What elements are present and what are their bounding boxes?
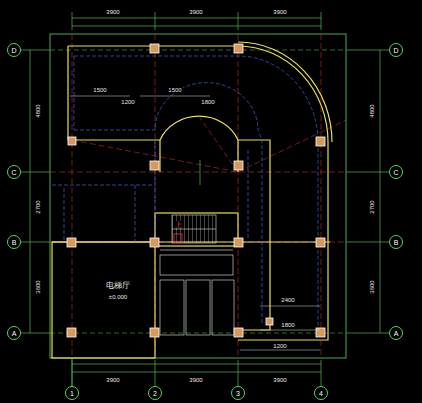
grid-bubble: D [389, 43, 403, 57]
dimension-text: 2700 [369, 199, 375, 214]
dimension-text: 3900 [188, 377, 203, 383]
plan-note: 1800 [200, 99, 215, 105]
dimension-text: 3900 [272, 9, 287, 15]
plan-note: 电梯厅 [105, 282, 131, 290]
grid-bubble: 2 [148, 386, 162, 400]
grid-label: D [11, 47, 16, 54]
grid-label: 1 [70, 390, 74, 397]
dimension-text: 4800 [369, 103, 375, 118]
plan-note: 1200 [120, 99, 135, 105]
grid-bubble: 4 [314, 386, 328, 400]
dimension-text: 3600 [369, 279, 375, 294]
grid-label: 4 [319, 390, 323, 397]
grid-bubble: 3 [231, 386, 245, 400]
plan-note: 1500 [167, 87, 182, 93]
grid-bubble: D [7, 43, 21, 57]
grid-label: 2 [153, 390, 157, 397]
plan-note: 1200 [272, 343, 287, 349]
grid-label: C [11, 169, 16, 176]
dimension-text: 4800 [35, 103, 41, 118]
dimension-text: 3900 [105, 377, 120, 383]
grid-bubble: 1 [65, 386, 79, 400]
dimension-text: 3900 [272, 377, 287, 383]
plan-note: 1500 [92, 87, 107, 93]
dimension-text: 3900 [188, 9, 203, 15]
dimension-text: 3600 [35, 279, 41, 294]
grid-label: A [394, 330, 399, 337]
grid-label: B [12, 239, 17, 246]
grid-bubble: C [389, 165, 403, 179]
grid-bubble: C [7, 165, 21, 179]
grid-label: B [394, 239, 399, 246]
plan-note: ±0.000 [108, 294, 128, 300]
grid-bubble: A [7, 326, 21, 340]
grid-bubble: B [389, 235, 403, 249]
grid-bubble: B [7, 235, 21, 249]
grid-label: 3 [236, 390, 240, 397]
dimension-text: 3900 [105, 9, 120, 15]
plan-note: 上 [174, 221, 183, 228]
grid-bubble: A [389, 326, 403, 340]
grid-label: D [393, 47, 398, 54]
grid-label: A [12, 330, 17, 337]
dimension-text: 2700 [35, 199, 41, 214]
plan-note: 1800 [280, 322, 295, 328]
grid-label: C [393, 169, 398, 176]
plan-note: 2400 [280, 297, 295, 303]
